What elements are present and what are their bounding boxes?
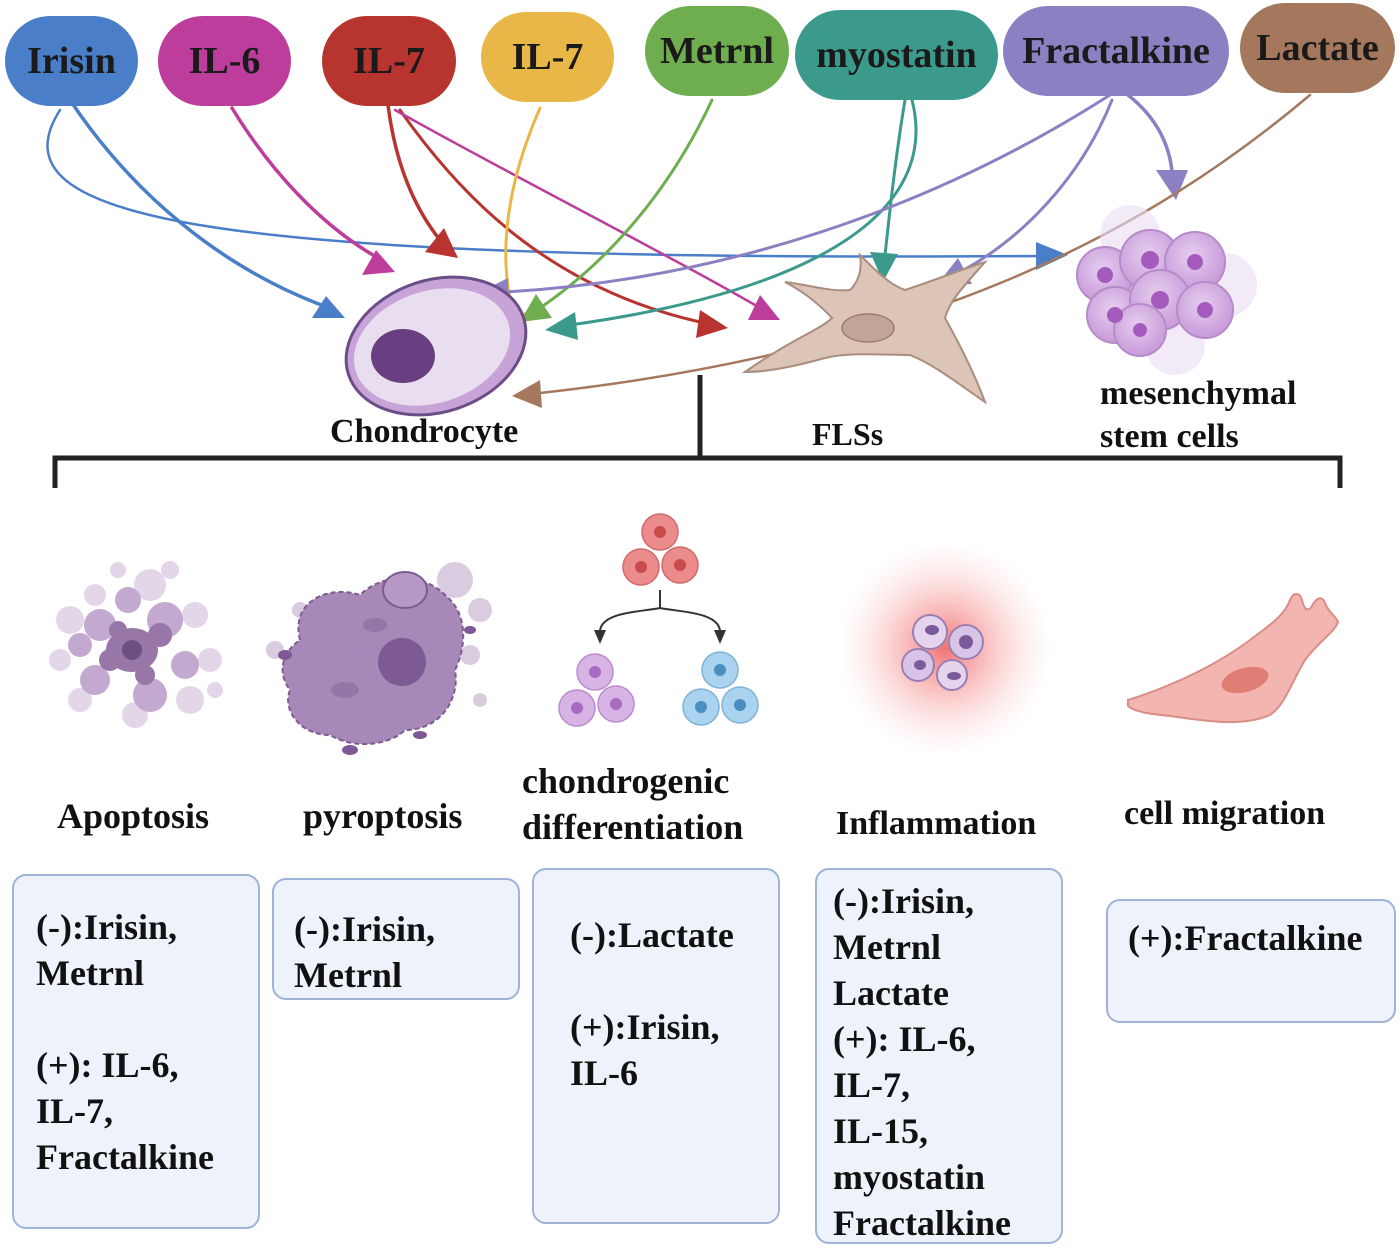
arrowhead-myostatin-fls (870, 252, 898, 282)
effect-line: IL-7, (36, 1091, 114, 1131)
arrow-il7-red-to-chondrocyte (386, 103, 442, 242)
effect-line: (-):Lactate (570, 915, 734, 955)
pyroptosis-box: (-):Irisin, Metrnl (272, 878, 520, 1000)
chondrogenic-box: (-):Lactate (+):Irisin, IL-6 (532, 868, 780, 1224)
effect-line: (+): IL-6, (833, 1019, 976, 1059)
molecule-pill-il7-red: IL-7 (322, 16, 456, 106)
effect-line: Lactate (833, 973, 949, 1013)
molecule-pill-il7-yellow: IL-7 (481, 12, 614, 102)
arrowhead-il7-red-fls-a (696, 310, 728, 338)
arrow-il6-to-chondrocyte (230, 106, 380, 260)
arrowhead-il7-red-chondrocyte (425, 228, 458, 258)
fls-cell (741, 252, 989, 405)
msc-cluster (1076, 205, 1257, 375)
inflammation-title: Inflammation (836, 805, 1037, 842)
apoptosis-box: (-):Irisin, Metrnl (+): IL-6, IL-7, Fractalk… (12, 874, 260, 1229)
arrow-irisin-to-chondrocyte (68, 98, 337, 312)
molecule-label: Irisin (27, 40, 116, 82)
chondrogenic-title-line1: chondrogenic (522, 761, 730, 801)
flss-label: FLSs (812, 416, 884, 452)
chondrogenic-title-line2: differentiation (522, 807, 744, 847)
effect-line: (+):Irisin, (570, 1007, 720, 1047)
molecule-pill-metrnl: Metrnl (645, 6, 789, 96)
arrow-metrnl-to-chondrocyte (538, 98, 714, 310)
arrow-fractalkine-to-fls (958, 98, 1114, 274)
effect-line: IL-6 (570, 1053, 639, 1093)
molecule-label: Lactate (1256, 27, 1379, 69)
arrow-lactate-to-chondrocyte (538, 93, 1312, 395)
effect-line: (-):Irisin, (294, 909, 435, 949)
molecule-pill-irisin: Irisin (5, 16, 138, 106)
migration-title: cell migration (1124, 795, 1326, 832)
effect-line: Metrnl (36, 953, 144, 993)
molecule-label: IL-7 (511, 36, 584, 78)
arrowhead-il7-red-fls-b (748, 295, 780, 320)
effect-line: (+): IL-6, (36, 1045, 179, 1085)
pyroptosis-title: pyroptosis (303, 796, 463, 836)
migration-icon (1127, 593, 1340, 724)
arrowhead-irisin-chondrocyte (312, 296, 345, 318)
effect-line: (+):Fractalkine (1128, 918, 1363, 958)
molecule-label: IL-6 (188, 40, 261, 82)
molecule-label: Fractalkine (1022, 30, 1210, 72)
msc-label-line2: stem cells (1100, 418, 1239, 455)
molecule-pill-lactate: Lactate (1240, 3, 1395, 93)
effect-line: (-):Irisin, (36, 907, 177, 947)
arrowhead-fractalkine-msc (1156, 170, 1188, 200)
effect-line: Fractalkine (833, 1203, 1011, 1243)
apoptosis-title: Apoptosis (57, 796, 210, 836)
arrowhead-myostatin-chondrocyte (545, 312, 578, 340)
molecule-pill-myostatin: myostatin (795, 10, 998, 100)
effect-line: Metrnl (294, 955, 402, 995)
effect-line: myostatin (833, 1157, 985, 1197)
line-gap (36, 996, 258, 1042)
msc-label-line1: mesenchymal (1100, 375, 1297, 412)
chondrocyte-cell (344, 275, 528, 417)
arrow-il7-yellow-to-chondrocyte (504, 106, 542, 320)
arrow-il7-red-to-fls-a (398, 108, 702, 324)
chondrocyte-label: Chondrocyte (330, 413, 519, 450)
inflammation-icon (835, 538, 1055, 758)
arrow-fractalkine-to-chondrocyte (503, 93, 1112, 294)
arrow-fractalkine-to-msc (1126, 93, 1174, 174)
arrow-irisin-to-msc (46, 108, 1042, 258)
arrow-il7-red-to-fls-b (393, 108, 757, 307)
arrow-myostatin-to-fls (883, 98, 907, 257)
arrow-myostatin-to-chondrocyte (568, 98, 918, 327)
outcome-bracket (52, 375, 1343, 488)
molecule-pill-il6: IL-6 (158, 16, 291, 106)
effect-line: IL-15, (833, 1111, 929, 1151)
apoptosis-icon (49, 561, 223, 728)
effect-line: Metrnl (833, 927, 941, 967)
effect-line: Fractalkine (36, 1137, 214, 1177)
molecule-label: IL-7 (353, 40, 425, 82)
arrowhead-metrnl-chondrocyte (520, 294, 552, 322)
effect-line: IL-7, (833, 1065, 911, 1105)
molecule-label: Metrnl (660, 30, 774, 72)
molecule-label: myostatin (816, 34, 977, 76)
arrowhead-lactate-chondrocyte (512, 380, 542, 408)
arrowhead-il6-chondrocyte (362, 250, 395, 275)
molecule-pill-fractalkine: Fractalkine (1003, 6, 1229, 96)
effect-line: (-):Irisin, (833, 881, 974, 921)
migration-box: (+):Fractalkine (1106, 899, 1396, 1023)
pyroptosis-icon (266, 562, 492, 755)
chondrogenic-icon (558, 513, 759, 727)
line-gap (570, 958, 778, 1004)
